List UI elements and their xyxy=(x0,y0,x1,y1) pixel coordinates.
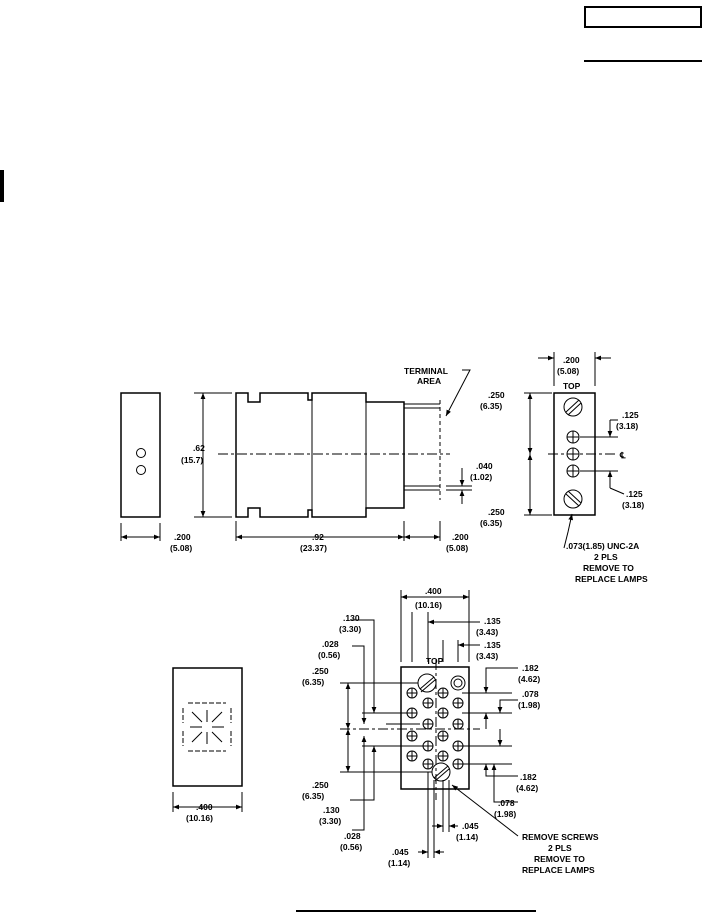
thread-note-1: REMOVE TO xyxy=(583,563,634,573)
rear-upper-in: .250 xyxy=(312,666,329,676)
terminal-length-in: .200 xyxy=(452,532,469,542)
rear-045a-mm: (1.14) xyxy=(456,832,478,842)
end-upper-mm: (6.35) xyxy=(480,401,502,411)
header-rule xyxy=(584,60,702,62)
height-in: .62 xyxy=(193,443,205,453)
end-upper-in: .250 xyxy=(488,390,505,400)
end-view: .200 (5.08) TOP .250 (6.35) .250 (6.35) xyxy=(480,352,648,584)
face-width-mm: (10.16) xyxy=(186,813,213,823)
end-lower-in: .250 xyxy=(488,507,505,517)
rear-182b-mm: (4.62) xyxy=(516,783,538,793)
terminal-length-mm: (5.08) xyxy=(446,543,468,553)
rear-130a-mm: (3.30) xyxy=(339,624,361,634)
rear-028a-in: .028 xyxy=(322,639,339,649)
front-face-view: .200 (5.08) xyxy=(120,392,192,553)
terminal-area-label-1: TERMINAL xyxy=(404,366,448,376)
thread-qty: 2 PLS xyxy=(594,552,618,562)
rear-182b-in: .182 xyxy=(520,772,537,782)
length-mm: (23.37) xyxy=(300,543,327,553)
screws-note-3: REMOVE TO xyxy=(534,854,585,864)
screws-note-4: REPLACE LAMPS xyxy=(522,865,595,875)
rear-135b-in: .135 xyxy=(484,640,501,650)
lead-in: .040 xyxy=(476,461,493,471)
face-width-in: .400 xyxy=(196,802,213,812)
header-box xyxy=(584,6,702,28)
face-width-in: .200 xyxy=(174,532,191,542)
rear-width-mm: (10.16) xyxy=(415,600,442,610)
thread-note-2: REPLACE LAMPS xyxy=(575,574,648,584)
rear-130a-in: .130 xyxy=(343,613,360,623)
end-lower-mm: (6.35) xyxy=(480,518,502,528)
rear-078a-mm: (1.98) xyxy=(518,700,540,710)
rear-top-label: TOP xyxy=(426,656,444,666)
rear-078b-in: .078 xyxy=(498,798,515,808)
rear-078a-in: .078 xyxy=(522,689,539,699)
centerline-symbol: ℄ xyxy=(619,450,626,460)
screws-note-2: 2 PLS xyxy=(548,843,572,853)
rear-lower-in: .250 xyxy=(312,780,329,790)
rear-182a-in: .182 xyxy=(522,663,539,673)
rear-lower-mm: (6.35) xyxy=(302,791,324,801)
rear-135b-mm: (3.43) xyxy=(476,651,498,661)
rear-028a-mm: (0.56) xyxy=(318,650,340,660)
rear-045b-in: .045 xyxy=(392,847,409,857)
length-in: .92 xyxy=(312,532,324,542)
screws-note-1: REMOVE SCREWS xyxy=(522,832,599,842)
rear-045b-mm: (1.14) xyxy=(388,858,410,868)
end-width-in: .200 xyxy=(563,355,580,365)
rear-182a-mm: (4.62) xyxy=(518,674,540,684)
height-mm: (15.7) xyxy=(181,455,203,465)
rear-upper-mm: (6.35) xyxy=(302,677,324,687)
rear-view: TOP .400 (10.16) xyxy=(302,586,599,875)
rear-130b-in: .130 xyxy=(323,805,340,815)
rear-028b-mm: (0.56) xyxy=(340,842,362,852)
rear-045a-in: .045 xyxy=(462,821,479,831)
pitch1-mm: (3.18) xyxy=(616,421,638,431)
end-width-mm: (5.08) xyxy=(557,366,579,376)
end-top-label: TOP xyxy=(563,381,581,391)
pitch1-in: .125 xyxy=(622,410,639,420)
face-width-mm: (5.08) xyxy=(170,543,192,553)
side-view: .62 (15.7) .92 (23.37) .200 (5.08) TERMI… xyxy=(181,366,493,553)
rear-width-in: .400 xyxy=(425,586,442,596)
rear-078b-mm: (1.98) xyxy=(494,809,516,819)
footer-rule xyxy=(296,910,536,912)
pitch2-mm: (3.18) xyxy=(622,500,644,510)
rear-028b-in: .028 xyxy=(344,831,361,841)
thread-spec: .073(1.85) UNC-2A xyxy=(566,541,639,551)
rear-135a-in: .135 xyxy=(484,616,501,626)
rear-135a-mm: (3.43) xyxy=(476,627,498,637)
lead-mm: (1.02) xyxy=(470,472,492,482)
margin-change-bar xyxy=(0,170,4,202)
terminal-area-label-2: AREA xyxy=(417,376,441,386)
rear-130b-mm: (3.30) xyxy=(319,816,341,826)
display-face-view: .400 (10.16) xyxy=(172,667,243,823)
pitch2-in: .125 xyxy=(626,489,643,499)
